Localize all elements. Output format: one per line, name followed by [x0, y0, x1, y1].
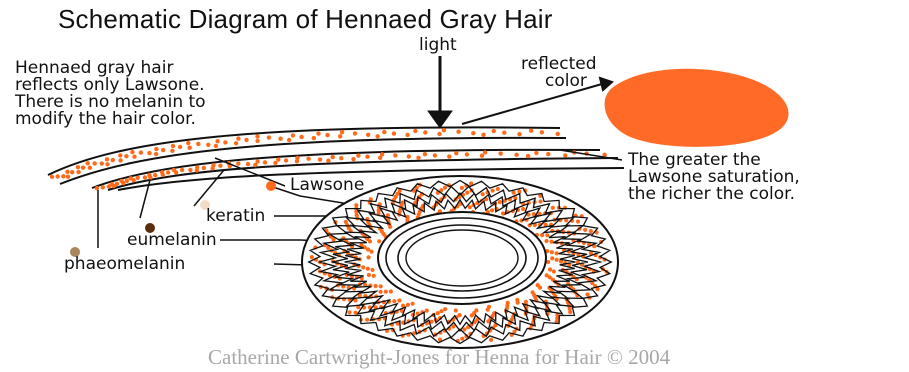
- hennaed-note: Hennaed gray hair reflects only Lawsone.…: [15, 60, 206, 128]
- diagram-title: Schematic Diagram of Hennaed Gray Hair: [58, 4, 553, 35]
- saturation-note: The greater the Lawsone saturation, the …: [628, 152, 800, 203]
- keratin-label: keratin: [206, 208, 265, 225]
- reflected-color-label: reflected color: [521, 56, 597, 90]
- phaeomelanin-label: phaeomelanin: [64, 256, 185, 273]
- lawsone-legend-dot: [266, 181, 276, 191]
- light-label: light: [419, 37, 457, 54]
- lawsone-label: Lawsone: [290, 177, 364, 194]
- credit-line: Catherine Cartwright-Jones for Henna for…: [208, 345, 670, 370]
- light-arrow: [430, 56, 450, 126]
- eumelanin-label: eumelanin: [127, 232, 217, 249]
- hair-cross-section: [302, 176, 618, 348]
- reflected-color-swatch: [605, 69, 789, 147]
